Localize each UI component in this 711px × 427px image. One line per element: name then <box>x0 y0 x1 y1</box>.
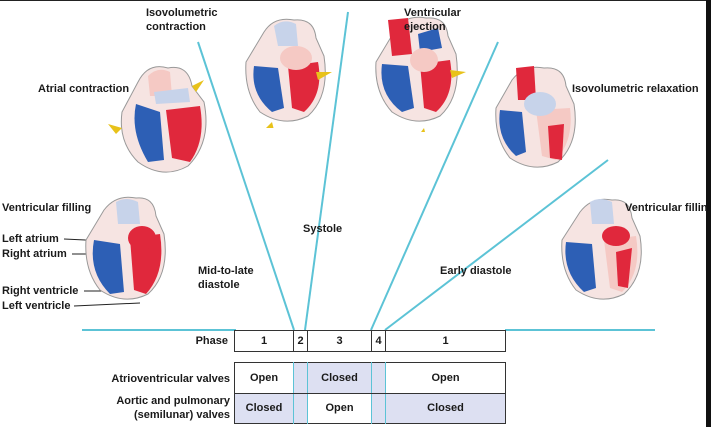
label-ventricular-filling-left: Ventricular filling <box>2 202 92 214</box>
grid-row-divider <box>234 393 506 394</box>
label-systole: Systole <box>303 223 343 235</box>
av-state-phase-3: Closed <box>307 363 372 393</box>
heart-ventricular-filling-right <box>561 198 642 300</box>
divider-line-2 <box>304 11 349 331</box>
divider-line-4 <box>384 159 609 331</box>
heart-atrial-contraction <box>108 66 207 173</box>
label-isovolumetric-contraction: Isovolumetric contraction <box>146 7 218 33</box>
heart-isovolumetric-relaxation <box>495 66 576 168</box>
label-isovolumetric-relaxation: Isovolumetric relaxation <box>572 83 699 95</box>
right-border <box>706 0 711 427</box>
heart-ventricular-ejection <box>375 16 466 132</box>
pointer-left-ventricle <box>73 302 141 307</box>
label-left-atrium: Left atrium <box>2 233 59 245</box>
semilunar-state-phase-3: Open <box>325 402 354 414</box>
phase-cell-1: 1 <box>234 330 294 352</box>
heart-ventricular-filling-left <box>85 196 166 300</box>
divider-line-3 <box>370 41 499 331</box>
top-border <box>0 0 711 1</box>
divider-line-1 <box>197 41 295 331</box>
av-state-phase-1: Open <box>249 372 279 384</box>
semilunar-state-phase-1b: Closed <box>386 393 505 423</box>
av-shade-phase-4 <box>371 363 386 393</box>
semilunar-state-phase-1: Closed <box>235 393 293 423</box>
label-ventricular-ejection: Ventricular ejection <box>404 7 461 33</box>
av-state-phase-1b: Open <box>431 372 460 384</box>
phase-row-label: Phase <box>195 335 228 347</box>
label-ventricular-filling-right: Ventricular fillin <box>625 202 708 214</box>
heart-isovolumetric-contraction <box>245 18 332 128</box>
av-valves-label: Atrioventricular valves <box>111 373 230 385</box>
semilunar-shade-phase-2 <box>293 393 308 423</box>
phase-cell-2: 2 <box>293 330 308 352</box>
label-right-ventricle: Right ventricle <box>2 285 79 297</box>
label-left-ventricle: Left ventricle <box>2 300 71 312</box>
phase-cell-4: 4 <box>371 330 386 352</box>
semilunar-shade-phase-4 <box>371 393 386 423</box>
label-atrial-contraction: Atrial contraction <box>38 83 130 95</box>
semilunar-valves-label: Aortic and pulmonary (semilunar) valves <box>116 395 230 421</box>
label-early-diastole: Early diastole <box>440 265 512 277</box>
label-right-atrium: Right atrium <box>2 248 67 260</box>
phase-cell-3: 3 <box>307 330 372 352</box>
av-shade-phase-2 <box>293 363 308 393</box>
label-mid-to-late-diastole: Mid-to-late diastole <box>198 265 254 291</box>
phase-cell-1b: 1 <box>385 330 506 352</box>
